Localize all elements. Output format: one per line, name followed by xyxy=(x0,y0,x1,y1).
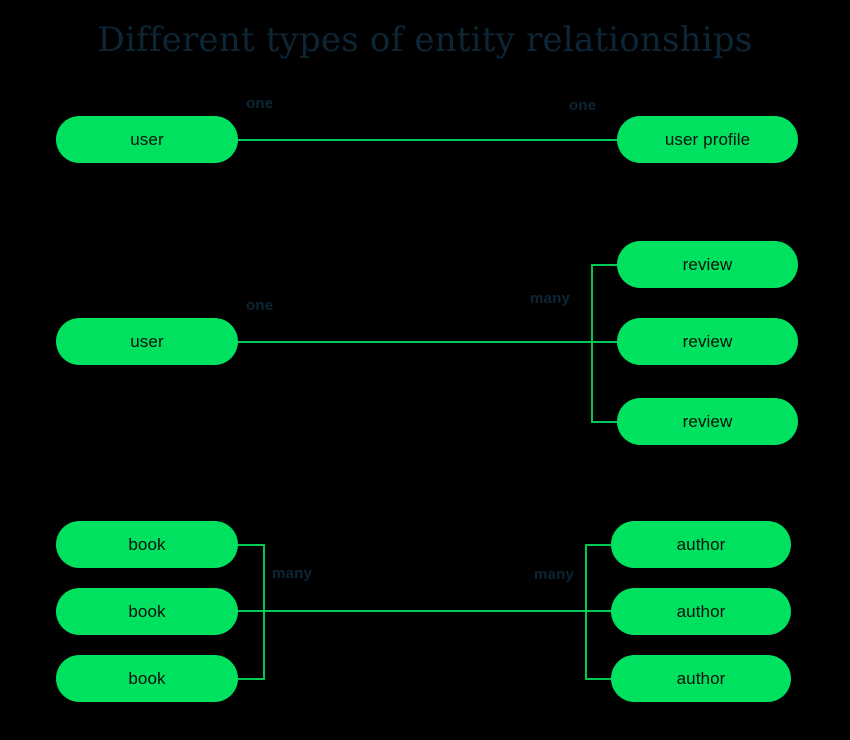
entity-label: book xyxy=(128,602,166,621)
cardinality-label-right: one xyxy=(569,97,597,114)
entity-pill-review-2[interactable]: review xyxy=(617,318,798,365)
entity-label: author xyxy=(676,669,726,688)
entity-label: author xyxy=(676,602,726,621)
connector-stub-book-2 xyxy=(238,610,265,612)
connector-stub-author-2 xyxy=(585,610,612,612)
entity-label: review xyxy=(682,412,733,431)
connector-line-one-to-one xyxy=(238,139,618,141)
connector-stub-author-3 xyxy=(585,678,612,680)
connector-stub-review-3 xyxy=(591,421,618,423)
entity-label: user profile xyxy=(664,130,751,149)
entity-pill-author-3[interactable]: author xyxy=(611,655,791,702)
entity-label: review xyxy=(682,255,733,274)
page-title: Different types of entity relationships xyxy=(97,20,753,60)
entity-label: book xyxy=(128,535,166,554)
connector-stub-author-1 xyxy=(585,544,612,546)
entity-pill-user-profile[interactable]: user profile xyxy=(617,116,798,163)
entity-pill-book-2[interactable]: book xyxy=(56,588,238,635)
connector-stub-review-1 xyxy=(591,264,618,266)
entity-pill-book-1[interactable]: book xyxy=(56,521,238,568)
entity-label: author xyxy=(676,535,726,554)
connector-branch-bar-reviews xyxy=(591,264,593,423)
entity-pill-review-1[interactable]: review xyxy=(617,241,798,288)
entity-label: user xyxy=(130,332,164,351)
connector-stub-book-3 xyxy=(238,678,265,680)
connector-stub-book-1 xyxy=(238,544,265,546)
entity-pill-user[interactable]: user xyxy=(56,318,238,365)
cardinality-label-left: one xyxy=(246,95,274,112)
connector-trunk-one-to-many xyxy=(238,341,593,343)
cardinality-label-left: one xyxy=(246,297,274,314)
connector-stub-review-2 xyxy=(591,341,618,343)
cardinality-label-right: many xyxy=(530,290,570,307)
connector-trunk-many-to-many xyxy=(263,610,587,612)
entity-label: user xyxy=(130,130,164,149)
entity-label: book xyxy=(128,669,166,688)
entity-pill-review-3[interactable]: review xyxy=(617,398,798,445)
entity-pill-user[interactable]: user xyxy=(56,116,238,163)
entity-pill-author-2[interactable]: author xyxy=(611,588,791,635)
entity-label: review xyxy=(682,332,733,351)
entity-pill-author-1[interactable]: author xyxy=(611,521,791,568)
cardinality-label-left: many xyxy=(272,565,312,582)
cardinality-label-right: many xyxy=(534,566,574,583)
entity-pill-book-3[interactable]: book xyxy=(56,655,238,702)
